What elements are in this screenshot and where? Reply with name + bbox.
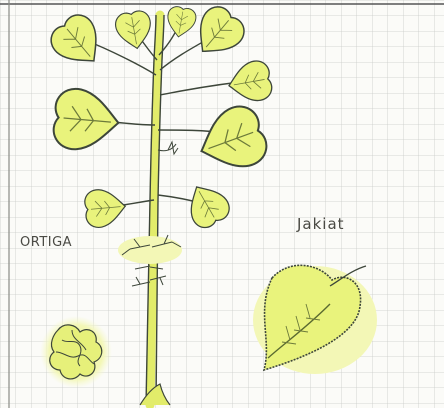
nettle-bud-cluster — [40, 316, 112, 388]
label-ortiga: ORTIGA — [20, 235, 72, 250]
label-jakiat: Jakiat — [296, 215, 345, 233]
jakiat-leaf — [253, 265, 377, 374]
